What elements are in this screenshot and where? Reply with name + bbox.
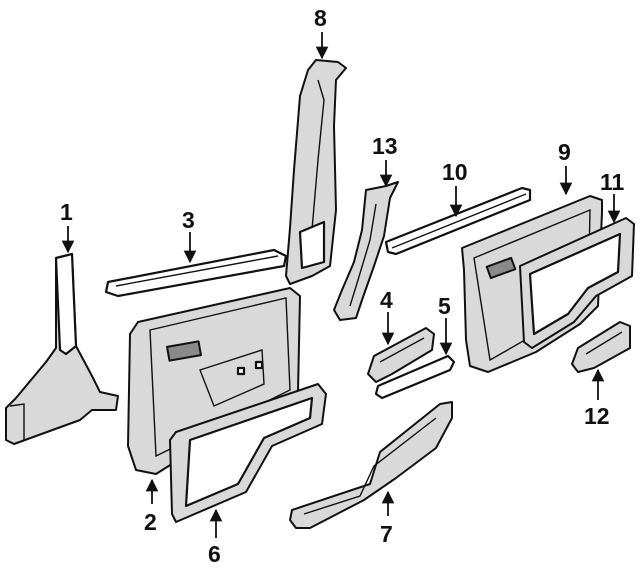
callout-labels: 1 2 3 4 5 6 7 8 9 10 11 12 13	[60, 5, 625, 567]
part-4-armrest	[367, 327, 435, 383]
callout-6: 6	[208, 541, 221, 567]
part-12-rear-armrest	[571, 321, 631, 373]
part-10-window-strip	[384, 186, 532, 256]
callout-9: 9	[558, 139, 571, 165]
part-1-kick-panel	[5, 252, 119, 445]
callout-7: 7	[380, 521, 393, 547]
callout-13: 13	[372, 133, 398, 159]
leader-lines	[61, 32, 621, 538]
callout-8: 8	[314, 5, 327, 31]
part-6-lower-panel	[169, 383, 327, 523]
part-2-door-panel	[127, 287, 301, 475]
callout-3: 3	[182, 207, 195, 233]
callout-5: 5	[438, 293, 451, 319]
callout-10: 10	[442, 159, 468, 185]
part-11-rear-frame	[519, 217, 635, 349]
part-3-trim-strip	[104, 248, 288, 298]
callout-4: 4	[380, 287, 393, 313]
callout-1: 1	[60, 199, 73, 225]
callout-11: 11	[600, 169, 625, 195]
part-7-lower-trim	[289, 401, 453, 529]
part-8-pillar-trim	[285, 59, 347, 285]
part-5-pull-strap	[374, 354, 456, 400]
part-13-quarter-trim	[333, 181, 399, 321]
callout-12: 12	[584, 403, 610, 429]
callout-2: 2	[144, 509, 157, 535]
